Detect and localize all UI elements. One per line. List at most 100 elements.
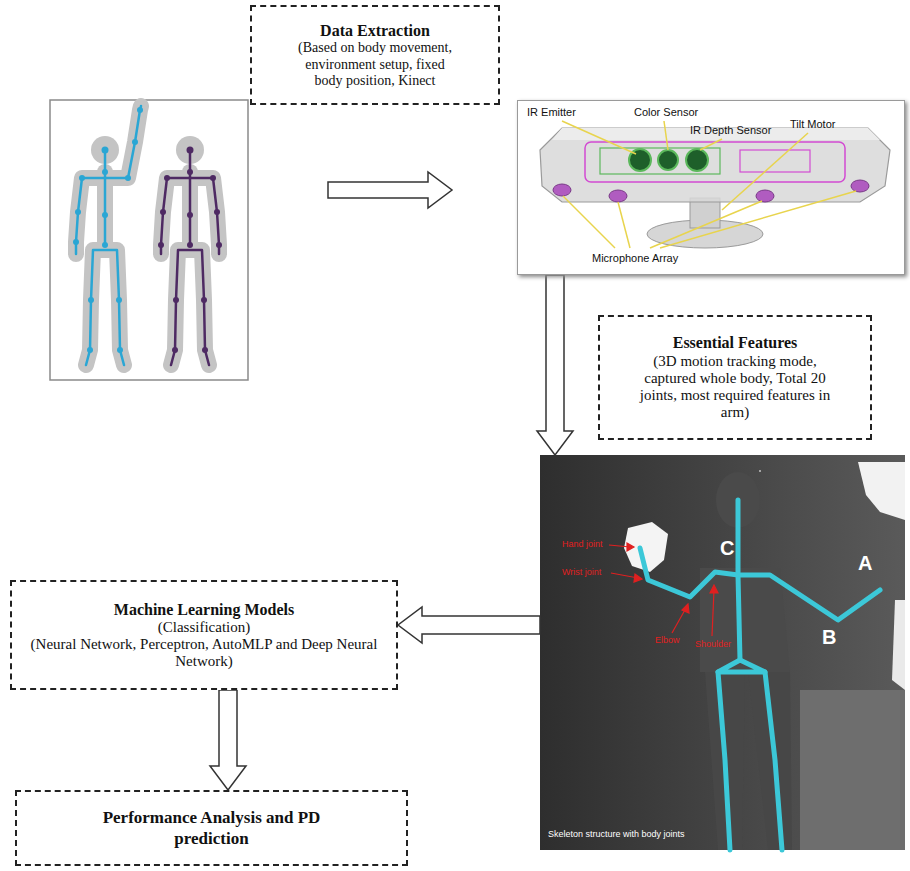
joint-label: Elbow [655, 636, 680, 646]
skeleton-figures-part-part [216, 242, 222, 248]
skeleton-figures-part-part [189, 150, 192, 245]
block-arrow [210, 690, 246, 790]
block-arrow [537, 275, 573, 455]
skeleton-figures-part-part [160, 209, 166, 215]
kinect-sensor-part [600, 148, 720, 174]
skeleton-figures [50, 100, 248, 380]
skeleton-figures-part-part [171, 250, 209, 365]
skeleton-figures-part-part [158, 242, 164, 248]
kinect-sensor-part [518, 101, 904, 274]
depth-image-part-part [765, 672, 782, 850]
skeleton-figures-part-part [76, 106, 141, 254]
skeleton-figures-part [73, 107, 143, 353]
skeleton-figures-part [76, 106, 141, 365]
skeleton-figures-part-part [102, 242, 108, 248]
joint-label: Shoulder [695, 640, 731, 650]
skeleton-figures-part-part [79, 175, 85, 181]
kinect-sensor-part-part [700, 139, 722, 150]
kinect-sensor [518, 101, 904, 274]
kinect-sensor-part [609, 190, 627, 202]
kinect-sensor-part [756, 190, 774, 202]
skeleton-figures-part-part [102, 147, 109, 154]
skeleton-figures-part-part [173, 297, 179, 303]
depth-image-part [748, 672, 792, 850]
box-heading: Essential Features [673, 333, 798, 352]
step-box: Machine Learning Models(Classification)(… [10, 580, 398, 690]
block-arrow [328, 172, 452, 208]
depth-image-part-part [627, 543, 634, 551]
point-letter: B [822, 627, 836, 647]
kinect-sensor-part-part [618, 202, 630, 248]
depth-image-part-part [718, 672, 730, 850]
joint-label: Wrist joint [562, 568, 601, 578]
part-label: Microphone Array [592, 252, 678, 264]
part-label: Color Sensor [634, 106, 698, 118]
skeleton-figures-part-part [76, 106, 141, 254]
skeleton-figures-part-part [201, 297, 207, 303]
depth-image-part [540, 455, 905, 850]
block-arrow [398, 607, 540, 643]
kinect-sensor-part [658, 150, 678, 170]
depth-image-part-part [738, 500, 740, 660]
depth-image-part-part [718, 660, 765, 672]
point-letter: A [858, 553, 872, 573]
skeleton-figures-part [50, 100, 248, 380]
depth-image-part [858, 462, 905, 520]
depth-image-part-part [682, 604, 689, 613]
depth-image-part-part [672, 608, 686, 633]
skeleton-figures-part-part [171, 250, 209, 365]
depth-image-part-part [611, 573, 638, 578]
sensor-picture: IR EmitterColor SensorIR Depth SensorTil… [517, 100, 905, 275]
skeleton-figures-part-part [210, 175, 216, 181]
skeleton-figures-part-part [102, 212, 108, 218]
kinect-sensor-part-part [562, 121, 636, 154]
kinect-sensor-part [686, 149, 708, 171]
step-box: Essential Features(3D motion tracking mo… [598, 315, 872, 440]
step-box: Data Extraction(Based on body movement, … [250, 5, 500, 105]
skeleton-figures-part-part [132, 139, 138, 145]
depth-image-part [760, 470, 761, 472]
skeleton-figures-part-part [86, 250, 124, 365]
point-letter: C [720, 538, 734, 558]
part-label: IR Emitter [527, 106, 576, 118]
box-heading: Machine Learning Models [114, 600, 294, 619]
skeleton-figures-part [158, 147, 222, 354]
depth-image-part-part [640, 548, 880, 620]
joint-label: Hand joint [562, 540, 603, 550]
depth-image-part-part [712, 590, 714, 636]
kinect-sensor-part [553, 184, 571, 196]
part-label: IR Depth Sensor [690, 124, 771, 136]
depth-image-part [609, 543, 718, 636]
skeleton-figures-part-part [161, 178, 219, 254]
kinect-sensor-part [562, 121, 856, 248]
skeleton-figures-part-part [187, 169, 193, 175]
skeleton-figures-part-part [214, 209, 220, 215]
step-box: Performance Analysis and PD prediction [15, 790, 408, 866]
skeleton-figures-part-part [164, 175, 170, 181]
image-caption: Skeleton structure with body joints [548, 830, 685, 840]
skeleton-figures-part-part [87, 347, 93, 353]
kinect-sensor-part-part [650, 201, 762, 248]
skeleton-figures-part-part [187, 147, 194, 154]
skeleton-figures-part [76, 106, 219, 365]
skeleton-figures-part-part [75, 209, 81, 215]
depth-image-part [640, 500, 880, 850]
box-heading: Data Extraction [320, 21, 430, 40]
skeleton-figures-part-part [187, 212, 193, 218]
depth-image-part [705, 672, 745, 850]
depth-image-part-part [634, 574, 642, 582]
skeleton-figures-part-part [88, 297, 94, 303]
kinect-sensor-part-part [563, 196, 615, 248]
box-body: (3D motion tracking mode, captured whole… [630, 353, 840, 422]
kinect-sensor-part [540, 128, 890, 202]
skeleton-figures-part-part [116, 297, 122, 303]
box-body: (Classification) [158, 619, 250, 636]
kinect-sensor-part [851, 180, 869, 192]
skeleton-figures-part-part [125, 175, 131, 181]
skeleton-figures-part-part [137, 107, 143, 113]
skeleton-figures-part-part [102, 169, 108, 175]
skeleton-figures-part-part [172, 347, 178, 353]
kinect-sensor-part-part [722, 133, 808, 210]
kinect-sensor-part [740, 150, 810, 172]
skeleton-figures-part-part [73, 239, 79, 245]
